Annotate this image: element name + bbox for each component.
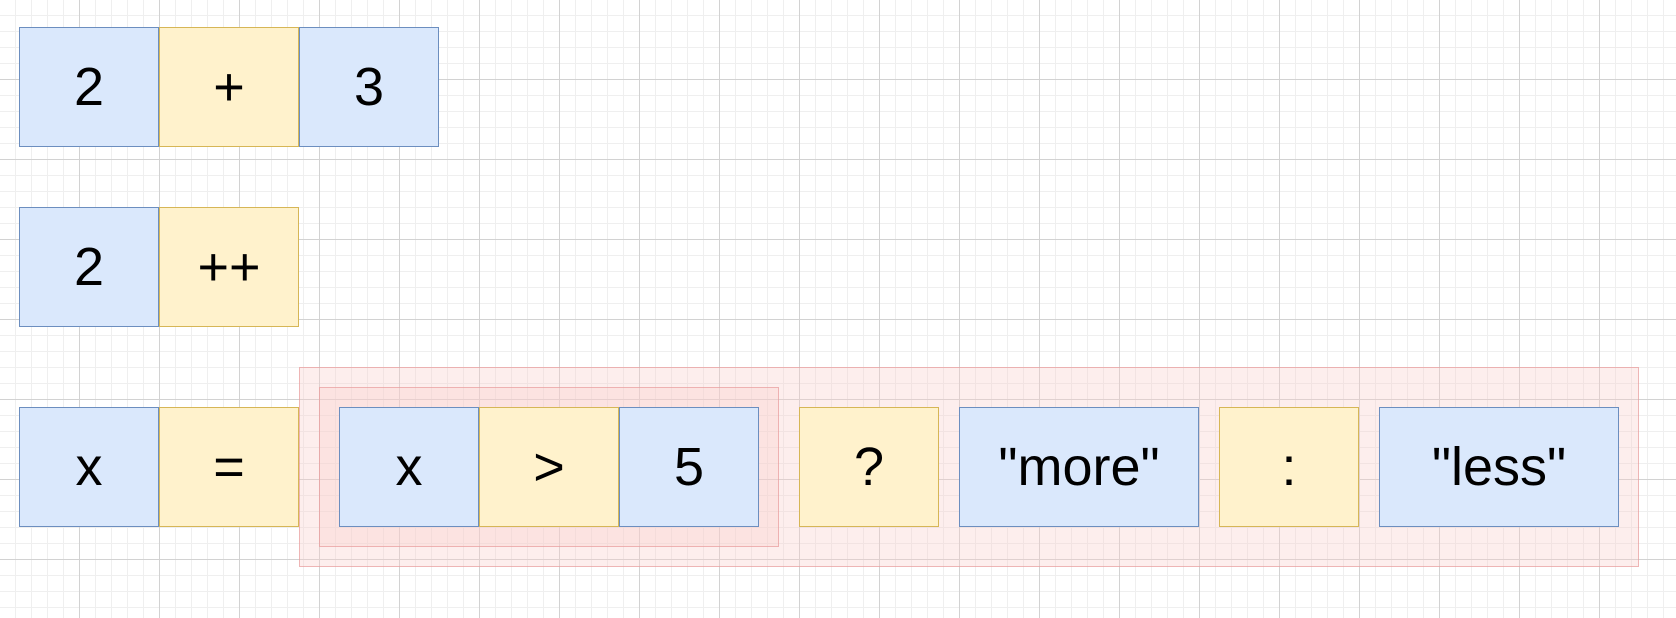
condition-right-operand: 5: [619, 407, 759, 527]
condition-left-operand: x: [339, 407, 479, 527]
binary-operator: +: [159, 27, 299, 147]
binary-left-operand: 2: [19, 27, 159, 147]
unary-operand: 2: [19, 207, 159, 327]
condition-operator: >: [479, 407, 619, 527]
ternary-question-operator: ?: [799, 407, 939, 527]
ternary-true-value: "more": [959, 407, 1199, 527]
unary-operator: ++: [159, 207, 299, 327]
binary-right-operand: 3: [299, 27, 439, 147]
ternary-false-value: "less": [1379, 407, 1619, 527]
assign-target-operand: x: [19, 407, 159, 527]
assign-operator: =: [159, 407, 299, 527]
ternary-colon-operator: :: [1219, 407, 1359, 527]
